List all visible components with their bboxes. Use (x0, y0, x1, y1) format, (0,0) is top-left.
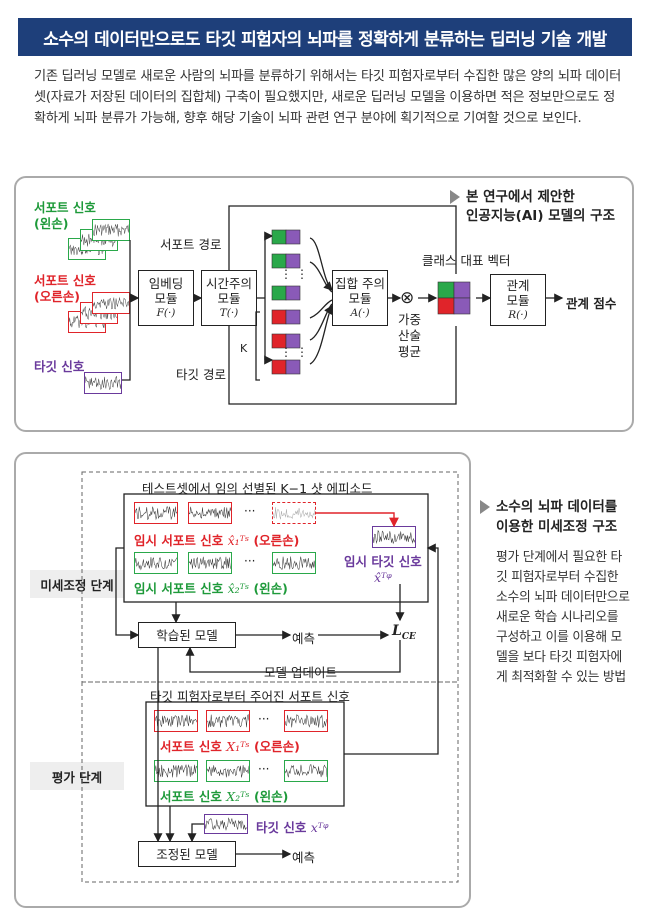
ellipsis: ··· (244, 504, 256, 518)
model-update-label: 모델 업데이트 (264, 665, 337, 680)
otimes-operator: ⊗ (400, 288, 415, 308)
temp-target-label: 임시 타깃 신호 x̂ᵀᵠ (344, 554, 422, 585)
episode-support-right-held (272, 502, 316, 524)
predict-label: 예측 (292, 631, 316, 646)
support-right-signal-1 (92, 292, 130, 314)
episode-support-left-3 (272, 552, 316, 574)
class-vector-label: 클래스 대표 벡터 (422, 253, 511, 268)
temp-support-right-label: 임시 서포트 신호 x̂₁ᵀˢ (오른손) (134, 533, 300, 548)
trained-model-box: 학습된 모델 (138, 622, 236, 648)
eval-support-left-1 (154, 760, 198, 782)
triangle-icon (450, 190, 460, 204)
ellipsis: ··· (258, 712, 270, 726)
episode-support-right-1 (134, 502, 178, 524)
k-label: K (240, 342, 248, 355)
eval-support-right-3 (284, 710, 328, 732)
eval-target-label: 타깃 신호 xᵀᵠ (256, 820, 329, 835)
finetune-stage-label: 미세조정 단계 (30, 570, 124, 598)
ellipsis: ··· (244, 554, 256, 568)
triangle-icon (480, 500, 490, 514)
fine-tuning-caption: 소수의 뇌파 데이터를 이용한 미세조정 구조 (480, 497, 617, 537)
eval-target-signal (204, 814, 248, 834)
episode-support-left-1 (134, 552, 178, 574)
eval-support-right-2 (206, 710, 250, 732)
eval-stage-label: 평가 단계 (30, 762, 124, 790)
support-right-label: 서포트 신호(오른손) (34, 273, 96, 304)
loss-label: LCE (392, 623, 416, 642)
fine-tuning-description: 평가 단계에서 필요한 타깃 피험자로부터 수집한 소수의 뇌파 데이터만으로 … (496, 550, 630, 685)
support-left-signal-1 (92, 219, 130, 241)
intro-paragraph: 기존 딥러닝 모델로 새로운 사람의 뇌파를 분류하기 위해서는 타깃 피험자로… (34, 69, 621, 126)
temp-support-left-label: 임시 서포트 신호 x̂₂ᵀˢ (왼손) (134, 581, 288, 596)
target-path-label: 타깃 경로 (176, 367, 226, 382)
predict-label-2: 예측 (292, 850, 316, 865)
episode-support-left-2 (188, 552, 232, 574)
support-left-label: 서포트 신호 X₂ᵀˢ (왼손) (160, 789, 289, 804)
relation-score-label: 관계 점수 (566, 296, 617, 311)
page-title: 소수의 데이터만으로도 타깃 피험자의 뇌파를 정확하게 분류하는 딥러닝 기술… (18, 18, 632, 56)
episode-title: 테스트셋에서 임의 선별된 K−1 샷 에피소드 (142, 481, 373, 496)
architecture-caption: 본 연구에서 제안한 인공지능(AI) 모델의 구조 (450, 188, 615, 226)
eval-support-right-1 (154, 710, 198, 732)
support-path-label: 서포트 경로 (160, 237, 222, 252)
given-support-title: 타깃 피험자로부터 주어진 서포트 신호 (150, 689, 350, 704)
temp-target-signal (372, 526, 416, 548)
episode-support-right-2 (188, 502, 232, 524)
target-signal-thumb (84, 372, 122, 394)
support-right-label: 서포트 신호 X₁ᵀˢ (오른손) (160, 739, 300, 754)
eval-support-left-2 (206, 760, 250, 782)
ellipsis: ··· (258, 762, 270, 776)
tuned-model-box: 조정된 모델 (138, 841, 236, 867)
fine-tuning-panel (14, 452, 471, 908)
support-left-label: 서포트 신호(왼손) (34, 200, 96, 231)
eval-support-left-3 (284, 760, 328, 782)
target-signal-label: 타깃 신호 (34, 359, 85, 374)
